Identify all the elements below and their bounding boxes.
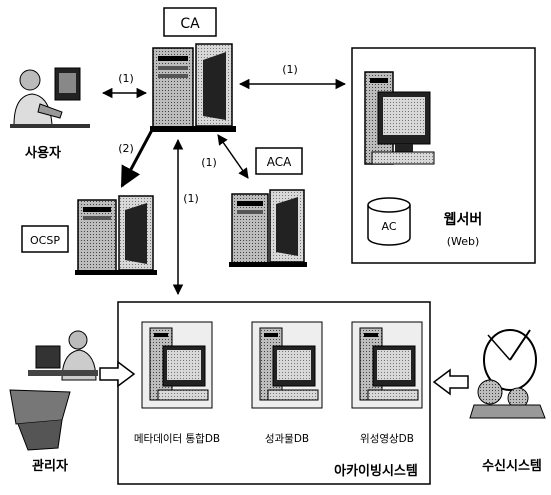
ca-server-icon [150, 44, 236, 132]
user-node: 사용자 [10, 68, 90, 161]
archive-system-panel: 메타데이터 통합DB 성과물DB 위성영상DB [118, 302, 430, 484]
receiver-node: 수신시스템 [470, 330, 545, 474]
web-server-sublabel: (Web) [447, 235, 480, 248]
edge-ca-ocsp-label: (2) [118, 142, 134, 155]
edge-user-ca-label: (1) [118, 72, 134, 85]
edge-ca-aca-label: (1) [201, 156, 217, 169]
aca-node: ACA [229, 148, 307, 267]
ca-node: CA [150, 8, 236, 132]
web-server-panel: AC 웹서버 (Web) [352, 48, 535, 263]
db-label-satellite: 위성영상DB [360, 432, 414, 445]
db-label-metadata: 메타데이터 통합DB [134, 433, 220, 445]
ocsp-node: OCSP [22, 196, 157, 275]
admin-node: 관리자 [10, 331, 98, 474]
edge-ca-archive-label: (1) [183, 192, 199, 205]
user-label: 사용자 [25, 145, 61, 161]
admin-person-icon [10, 331, 98, 450]
db-label-results: 성과물DB [265, 433, 309, 445]
ac-database-icon: AC [368, 198, 410, 245]
edge-ca-aca [218, 135, 248, 178]
web-server-label: 웹서버 [444, 211, 483, 228]
edge-ca-ocsp [122, 130, 152, 186]
admin-label: 관리자 [32, 458, 68, 474]
edge-ca-web-label: (1) [282, 63, 298, 76]
ac-label: AC [381, 220, 396, 233]
ocsp-label: OCSP [30, 234, 60, 247]
receiver-label: 수신시스템 [482, 459, 542, 474]
ca-label: CA [180, 16, 200, 32]
edge-receiver-archive-arrow [434, 370, 468, 394]
satellite-dish-icon [470, 330, 545, 418]
aca-label: ACA [267, 155, 292, 169]
archive-system-label: 아카이빙시스템 [334, 463, 418, 479]
ocsp-server-icon [75, 196, 157, 275]
user-person-icon [10, 68, 90, 128]
aca-server-icon [229, 190, 307, 267]
